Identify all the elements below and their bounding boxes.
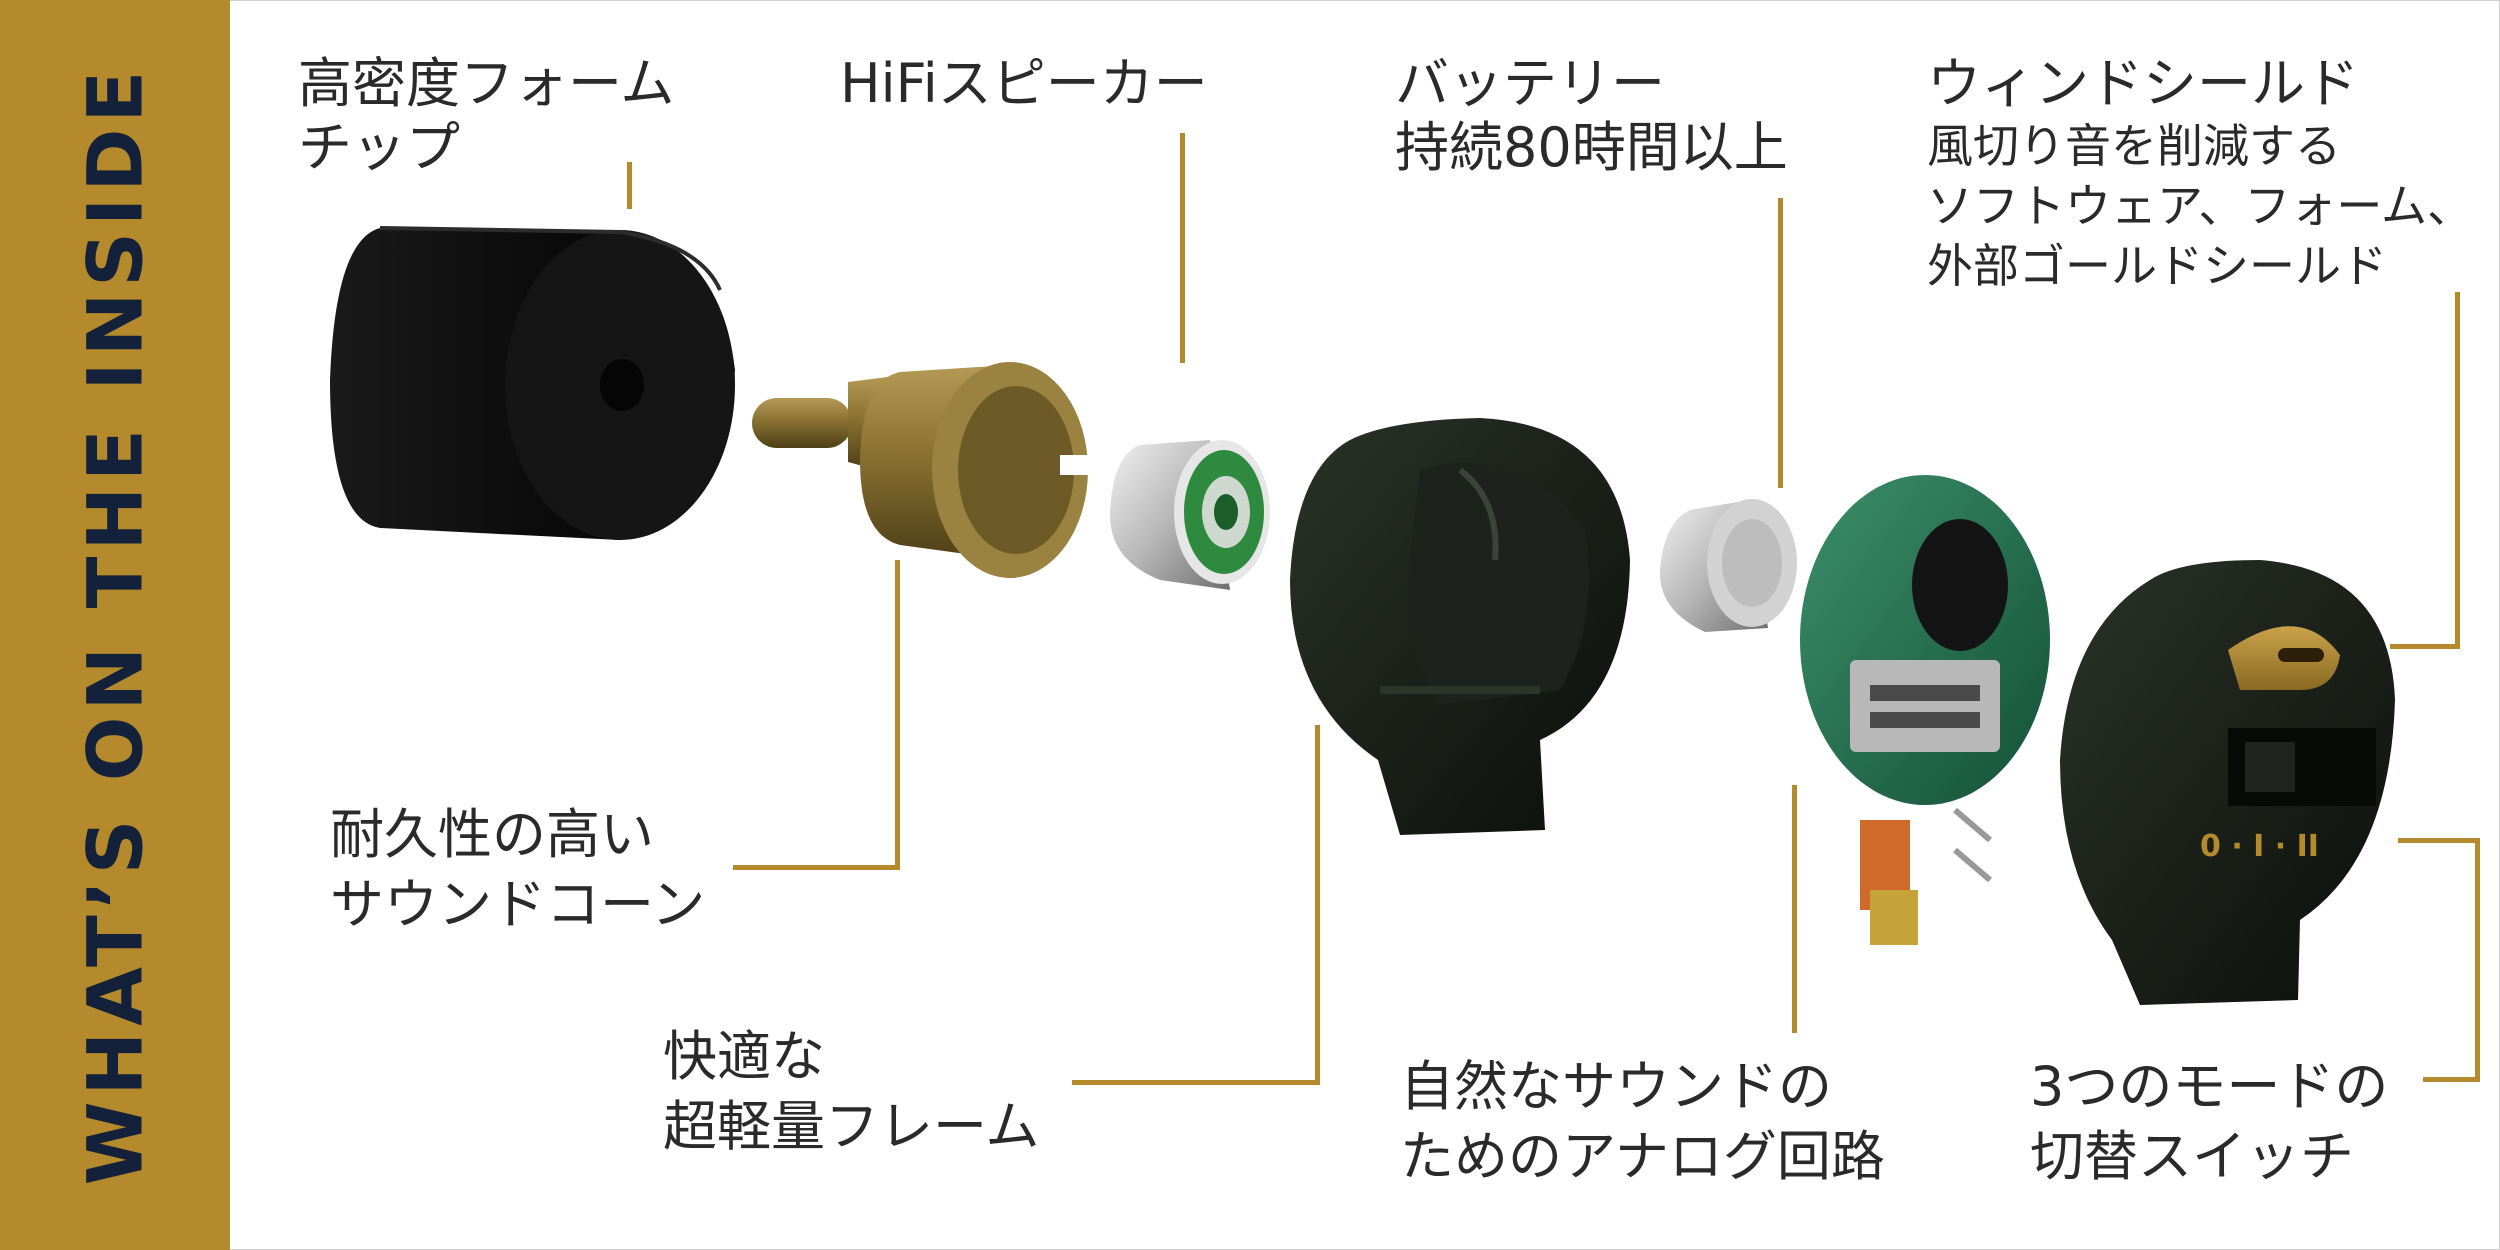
leader-windshield-h	[2390, 644, 2460, 649]
label-circuit: 自然なサウンドの ためのアナログ回路	[1400, 1055, 1885, 1188]
foam-tip-component	[330, 226, 735, 540]
sidebar-banner: WHAT’S ON THE INSIDE	[0, 0, 230, 1250]
leader-frame-v	[1315, 725, 1320, 1085]
leader-frame-h	[1072, 1080, 1320, 1085]
label-windshield: ウィンドシールド 風切り音を削減する ソフトウェア、フォーム、 外部ゴールドシー…	[1927, 52, 2474, 293]
switch-mode-markings: 0 · I · II	[2200, 829, 2319, 864]
battery-component	[1659, 499, 1797, 632]
leader-switch-h-bottom	[2423, 1077, 2480, 1082]
leader-speaker	[1180, 133, 1185, 363]
mode-switch-housing-component: 0 · I · II	[2060, 560, 2395, 1005]
leader-windshield-v	[2455, 292, 2460, 649]
analog-circuit-component	[1800, 475, 2050, 945]
frame-component	[1290, 418, 1630, 835]
leader-switch-h-top	[2398, 838, 2480, 843]
label-sound-cone: 耐久性の高い サウンドコーン	[330, 803, 706, 936]
label-switch: 3つのモードの 切替スイッチ	[2030, 1055, 2389, 1188]
label-frame: 快適な 超軽量フレーム	[663, 1025, 1040, 1158]
leader-sound-cone-h	[733, 865, 900, 870]
leader-foam-tip	[627, 162, 632, 209]
label-battery: バッテリー 持続80時間以上	[1395, 52, 1788, 179]
sound-cone-component	[752, 362, 1090, 578]
hifi-speaker-component	[1110, 440, 1270, 590]
leader-switch-v	[2475, 838, 2480, 1082]
leader-battery	[1778, 198, 1783, 488]
leader-circuit	[1792, 785, 1797, 1033]
label-foam-tip: 高密度フォーム チップ	[298, 52, 675, 179]
leader-sound-cone-v	[895, 560, 900, 870]
windshield-title: ウィンドシールド	[1927, 52, 2359, 115]
label-speaker: HiFiスピーカー	[840, 52, 1208, 115]
